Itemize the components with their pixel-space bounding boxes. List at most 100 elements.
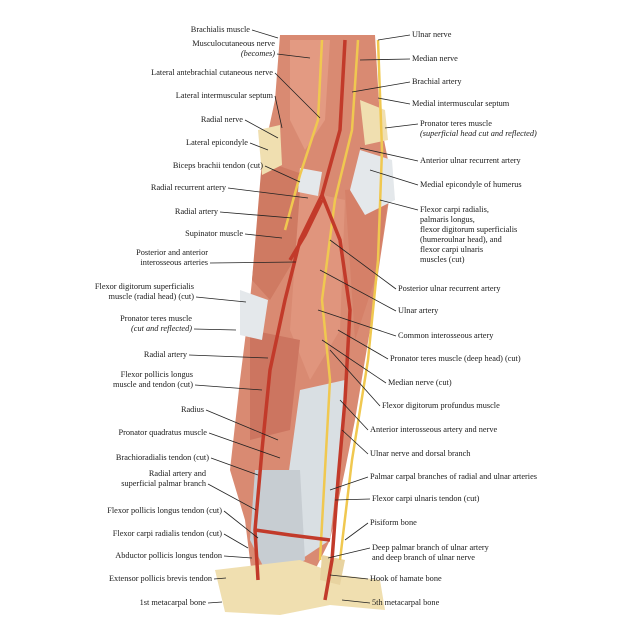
- label-line: Palmar carpal branches of radial and uln…: [370, 472, 538, 481]
- leader-line: [321, 339, 387, 384]
- leader-line: [188, 354, 269, 359]
- leader-line: [329, 239, 397, 290]
- label-pronator-quadratus: Pronator quadratus muscle: [119, 428, 207, 438]
- label-line: Anterior interosseous artery and nerve: [370, 425, 498, 434]
- label-line: Deep palmar branch of ulnar artery: [372, 543, 489, 552]
- label-line: Lateral epicondyle: [186, 138, 248, 147]
- label-hamate: Hook of hamate bone: [370, 574, 442, 584]
- leader-line: [219, 211, 293, 219]
- label-radial-recurrent: Radial recurrent artery: [151, 183, 226, 193]
- label-line: muscles (cut): [420, 255, 465, 264]
- label-line: muscle (radial head) (cut): [108, 292, 194, 301]
- leader-line: [369, 169, 419, 186]
- leader-line: [193, 328, 237, 331]
- leader-line: [251, 29, 279, 39]
- label-line: Anterior ulnar recurrent artery: [420, 156, 521, 165]
- label-line: Pisiform bone: [370, 518, 417, 527]
- label-line: Hook of hamate bone: [370, 574, 442, 583]
- label-line: Ulnar nerve: [412, 30, 452, 39]
- label-line: Radial nerve: [200, 115, 243, 124]
- label-line: Radius: [180, 405, 204, 414]
- label-post-ulnar-recurrent: Posterior ulnar recurrent artery: [398, 284, 501, 294]
- label-median-nerve-cut: Median nerve (cut): [388, 378, 452, 388]
- leader-line: [274, 95, 283, 129]
- label-med-epicondyle: Medial epicondyle of humerus: [420, 180, 522, 190]
- leader-line: [207, 601, 223, 604]
- label-fcr-tendon: Flexor carpi radialis tendon (cut): [113, 529, 222, 539]
- label-line: Flexor carpi radialis,: [420, 205, 489, 214]
- leader-line: [329, 476, 369, 491]
- label-line: 5th metacarpal bone: [372, 598, 440, 607]
- label-line: Medial intermuscular septum: [412, 99, 510, 108]
- label-metacarpal-1: 1st metacarpal bone: [140, 598, 206, 608]
- label-biceps-tendon: Biceps brachii tendon (cut): [173, 161, 263, 171]
- label-radial-artery-2: Radial artery: [144, 350, 187, 360]
- label-ant-interosseous: Anterior interosseous artery and nerve: [370, 425, 497, 435]
- label-line: Radial recurrent artery: [150, 183, 226, 192]
- leader-line: [341, 599, 371, 604]
- leader-line: [208, 432, 281, 459]
- label-line: Brachial artery: [412, 77, 462, 86]
- label-pronator-teres-sup: Pronator teres muscle(superficial head c…: [420, 119, 537, 139]
- label-line: Median nerve (cut): [388, 378, 452, 387]
- label-line: Flexor carpi radialis tendon (cut): [112, 529, 222, 538]
- leader-line: [334, 498, 371, 501]
- leader-line: [249, 142, 269, 151]
- label-apl-tendon: Abductor pollicis longus tendon: [115, 551, 222, 561]
- label-line: Radial artery: [143, 350, 187, 359]
- label-musculocutaneous: Musculocutaneous nerve(becomes): [192, 39, 275, 59]
- label-line: Radial artery and: [148, 469, 206, 478]
- leader-line: [244, 119, 279, 139]
- label-line: Abductor pollicis longus tendon: [115, 551, 222, 560]
- label-epb-tendon: Extensor pollicis brevis tendon: [109, 574, 212, 584]
- label-brachial-artery: Brachial artery: [412, 77, 462, 87]
- leader-line: [337, 329, 389, 360]
- label-line: interosseous arteries: [140, 258, 208, 267]
- leader-line: [223, 533, 249, 549]
- label-fcu-tendon: Flexor carpi ulnaris tendon (cut): [372, 494, 479, 504]
- leader-line: [244, 233, 283, 239]
- label-line: Flexor pollicis longus: [120, 370, 193, 379]
- label-brachialis: Brachialis muscle: [191, 25, 250, 35]
- label-line: Biceps brachii tendon (cut): [172, 161, 263, 170]
- leader-line: [274, 72, 321, 119]
- label-line: palmaris longus,: [420, 215, 475, 224]
- label-line: Posterior and anterior: [136, 248, 208, 257]
- label-line: (humeroulnar head), and: [420, 235, 502, 244]
- leader-line: [341, 429, 369, 455]
- label-ulnar-dorsal: Ulnar nerve and dorsal branch: [370, 449, 470, 459]
- label-brachioradialis-tendon: Brachioradialis tendon (cut): [116, 453, 209, 463]
- label-line: 1st metacarpal bone: [139, 598, 206, 607]
- label-ant-ulnar-recurrent: Anterior ulnar recurrent artery: [420, 156, 521, 166]
- label-ulnar-nerve: Ulnar nerve: [412, 30, 451, 40]
- label-line: Pronator teres muscle (deep head) (cut): [390, 354, 521, 363]
- label-median-nerve: Median nerve: [412, 54, 458, 64]
- label-line: Supinator muscle: [185, 229, 243, 238]
- leader-line: [276, 53, 311, 59]
- leader-line: [264, 165, 301, 183]
- label-line: Lateral antebrachial cutaneous nerve: [151, 68, 273, 77]
- label-ulnar-artery: Ulnar artery: [398, 306, 438, 316]
- label-lat-intermuscular: Lateral intermuscular septum: [176, 91, 273, 101]
- leader-line: [359, 58, 411, 61]
- leader-line: [377, 34, 411, 41]
- leader-line: [209, 261, 297, 264]
- label-line: Brachioradialis tendon (cut): [115, 453, 209, 462]
- leader-line: [379, 199, 419, 211]
- label-line: Flexor pollicis longus tendon (cut): [107, 506, 222, 515]
- leader-line: [210, 457, 259, 476]
- leader-line: [319, 269, 397, 312]
- label-line: Brachialis muscle: [190, 25, 250, 34]
- label-fpl-tendon: Flexor pollicis longus tendon (cut): [107, 506, 222, 516]
- label-line: Flexor digitorum profundus muscle: [382, 401, 500, 410]
- label-pronator-deep: Pronator teres muscle (deep head) (cut): [390, 354, 521, 364]
- leader-line: [351, 81, 411, 93]
- leader-line: [327, 547, 371, 559]
- label-palmar-carpal: Palmar carpal branches of radial and uln…: [370, 472, 537, 482]
- label-radial-nerve: Radial nerve: [201, 115, 243, 125]
